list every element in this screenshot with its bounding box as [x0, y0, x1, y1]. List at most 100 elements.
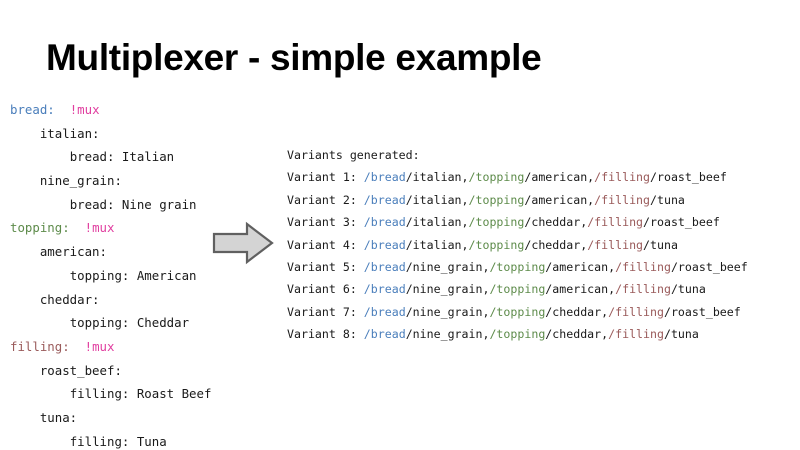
yaml-key: filling: [69, 433, 130, 449]
variant-bread-token: /bread [363, 282, 406, 297]
yaml-key: bread: [69, 149, 115, 165]
variant-filling-token: /filling [608, 327, 664, 342]
variant-topping-token: /topping [489, 259, 546, 274]
variant-filling-value: /tuna [643, 237, 678, 252]
yaml-value: Nine grain [121, 196, 197, 212]
yaml-key: topping: [69, 267, 130, 283]
yaml-mux-tag: !mux [69, 102, 100, 117]
variant-space [357, 170, 364, 184]
variant-label: Variant 6: [287, 282, 357, 297]
variant-topping-value: /cheddar, [545, 304, 609, 319]
yaml-value: Roast Beef [136, 386, 212, 402]
variant-space [357, 260, 364, 274]
yaml-indent [10, 268, 70, 283]
variant-topping-value: /american, [545, 282, 616, 297]
yaml-source-block: bread: !mux italian: bread: Italian nine… [10, 98, 211, 450]
yaml-mux-tag: !mux [84, 338, 115, 354]
variant-topping-token: /topping [489, 327, 546, 342]
variant-row: Variant 6: /bread/nine_grain,/topping/am… [287, 278, 748, 300]
yaml-indent [10, 386, 70, 401]
yaml-value: Italian [121, 149, 175, 165]
yaml-line: bread: !mux [10, 98, 211, 122]
yaml-key: filling: [10, 338, 70, 354]
variant-filling-token: /filling [587, 215, 644, 230]
variant-label: Variant 5: [287, 259, 357, 274]
yaml-space [55, 102, 70, 117]
variant-label: Variant 1: [287, 170, 357, 185]
yaml-space [114, 197, 121, 212]
yaml-value: American [136, 267, 197, 283]
variant-row: Variant 2: /bread/italian,/topping/ameri… [287, 189, 748, 211]
variant-topping-value: /cheddar, [524, 215, 588, 230]
yaml-indent [10, 363, 40, 378]
variant-bread-token: /bread [363, 237, 406, 252]
variant-label: Variant 4: [287, 237, 357, 252]
variant-bread-value: /nine_grain, [405, 304, 490, 319]
variant-row: Variant 7: /bread/nine_grain,/topping/ch… [287, 301, 748, 323]
yaml-key: bread: [69, 196, 115, 212]
variants-heading: Variants generated: [287, 144, 748, 166]
yaml-space [114, 149, 121, 164]
variant-filling-token: /filling [615, 282, 671, 297]
variant-topping-token: /topping [468, 170, 525, 185]
yaml-line: cheddar: [10, 288, 211, 312]
variant-filling-token: /filling [587, 237, 644, 252]
variant-bread-token: /bread [363, 327, 406, 342]
variant-label: Variant 7: [287, 304, 357, 319]
variant-space [357, 238, 364, 252]
variant-filling-token: /filling [615, 259, 671, 274]
variant-filling-value: /roast_beef [670, 259, 748, 274]
variants-generated-block: Variants generated: Variant 1: /bread/ita… [287, 144, 748, 346]
variant-topping-token: /topping [468, 237, 525, 252]
yaml-value: Tuna [136, 433, 167, 449]
yaml-key: nine_grain: [39, 173, 122, 189]
variant-row: Variant 3: /bread/italian,/topping/chedd… [287, 211, 748, 233]
variant-bread-token: /bread [363, 215, 406, 230]
variant-topping-token: /topping [468, 192, 525, 207]
variant-space [357, 193, 364, 207]
variant-filling-value: /roast_beef [663, 304, 741, 319]
variant-bread-token: /bread [363, 304, 406, 319]
yaml-indent [10, 126, 40, 141]
yaml-line: tuna: [10, 406, 211, 430]
yaml-line: topping: Cheddar [10, 311, 211, 335]
variant-topping-value: /cheddar, [524, 237, 588, 252]
variant-bread-value: /italian, [405, 170, 469, 185]
variant-space [357, 305, 364, 319]
variant-topping-value: /american, [524, 170, 595, 185]
yaml-space [70, 339, 85, 354]
variant-row: Variant 5: /bread/nine_grain,/topping/am… [287, 256, 748, 278]
yaml-indent [10, 244, 40, 259]
variant-bread-value: /nine_grain, [405, 282, 490, 297]
variant-row: Variant 8: /bread/nine_grain,/topping/ch… [287, 323, 748, 345]
variant-bread-value: /italian, [405, 237, 469, 252]
variant-topping-token: /topping [489, 282, 546, 297]
variant-topping-token: /topping [468, 215, 525, 230]
yaml-line: nine_grain: [10, 169, 211, 193]
variant-filling-value: /roast_beef [643, 215, 720, 230]
yaml-line: filling: !mux [10, 335, 211, 359]
variant-label: Variant 8: [287, 327, 357, 342]
yaml-indent [10, 173, 40, 188]
right-block-arrow-icon [212, 221, 274, 265]
variant-topping-value: /cheddar, [545, 327, 609, 342]
yaml-line: bread: Nine grain [10, 193, 211, 217]
variant-topping-value: /american, [545, 259, 616, 274]
variant-filling-value: /roast_beef [650, 170, 727, 185]
variant-filling-value: /tuna [663, 327, 699, 342]
yaml-line: bread: Italian [10, 145, 211, 169]
yaml-indent [10, 292, 40, 307]
variant-label: Variant 2: [287, 192, 357, 207]
variant-label: Variant 3: [287, 215, 357, 230]
variant-topping-value: /american, [524, 192, 595, 207]
variant-bread-value: /nine_grain, [405, 327, 490, 342]
yaml-key: cheddar: [39, 291, 100, 307]
variant-topping-token: /topping [489, 304, 546, 319]
yaml-key: roast_beef: [39, 362, 122, 378]
yaml-line: filling: Tuna [10, 430, 211, 450]
yaml-space [129, 315, 136, 330]
variant-space [357, 327, 364, 341]
yaml-space [129, 434, 136, 449]
yaml-line: american: [10, 240, 211, 264]
